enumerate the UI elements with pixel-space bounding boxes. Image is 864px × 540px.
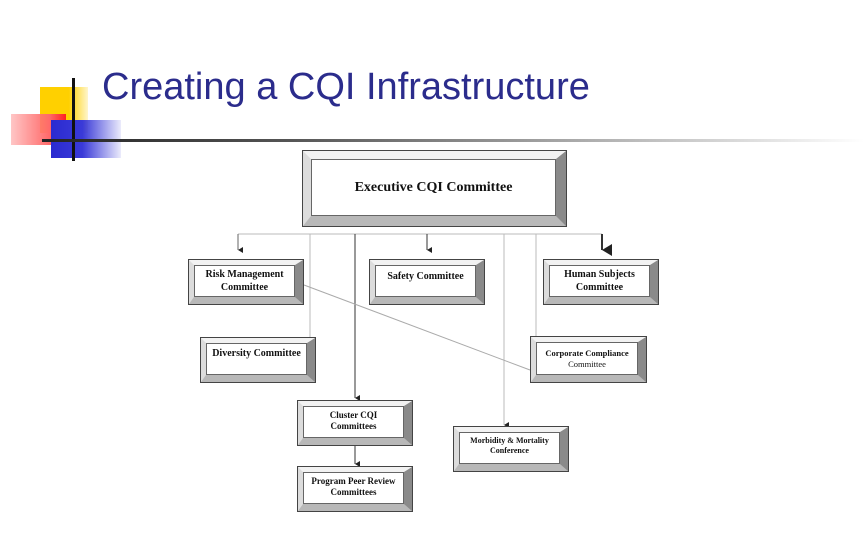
cluster-line2: Committees [330, 421, 377, 432]
logo-vertical-rule [72, 78, 75, 161]
risk-line2: Committee [220, 281, 269, 293]
peer-line2: Committees [330, 487, 377, 498]
cluster-line1: Cluster CQI [329, 410, 378, 420]
diversity-line1: Diversity Committee [212, 348, 301, 359]
compliance-line2: Committee [568, 358, 606, 369]
safety-committee-box: Safety Committee [369, 259, 485, 305]
peer-line1: Program Peer Review [311, 476, 396, 486]
risk-line1: Risk Management [205, 269, 284, 280]
executive-label: Executive CQI Committee [354, 179, 513, 195]
executive-cqi-committee-box: Executive CQI Committee [302, 150, 567, 227]
human-line1: Human Subjects [564, 269, 635, 280]
mm-line1: Morbidity & Mortality [470, 436, 549, 445]
compliance-line1: Corporate Compliance [545, 348, 629, 358]
title-underline-rule [42, 139, 864, 142]
slide-title: Creating a CQI Infrastructure [102, 66, 590, 108]
mm-line2: Conference [490, 446, 529, 455]
safety-line1: Safety Committee [387, 271, 464, 282]
human-line2: Committee [575, 281, 624, 293]
diversity-committee-box: Diversity Committee [200, 337, 316, 383]
